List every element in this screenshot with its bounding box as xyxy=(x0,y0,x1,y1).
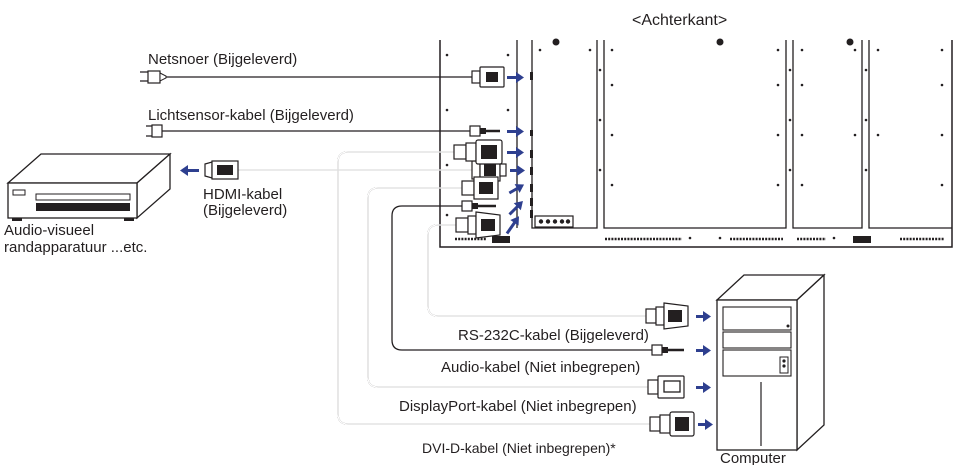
arrow-dvi-pc xyxy=(698,419,713,430)
arrow-hdmi-av xyxy=(180,165,199,176)
power-cable-label: Netsnoer (Bijgeleverd) xyxy=(148,51,297,68)
dvi-cable-label: DVI-D-kabel (Niet inbegrepen)* xyxy=(422,440,616,456)
arrow-rs232-pc xyxy=(696,311,711,322)
power-cable xyxy=(140,66,505,88)
arrow-dvi-monitor xyxy=(507,147,524,158)
rs232c-cable xyxy=(427,211,689,330)
arrow-light xyxy=(507,126,524,137)
av-device-label-line1: Audio-visueel xyxy=(4,222,94,239)
dvi-cable xyxy=(337,139,695,437)
av-device-icon xyxy=(6,152,172,221)
audio-cable xyxy=(391,200,684,356)
light-sensor-cable-label: Lichtsensor-kabel (Bijgeleverd) xyxy=(148,107,354,124)
arrow-power xyxy=(507,72,524,83)
arrow-dp-pc xyxy=(696,382,711,393)
displayport-cable-label: DisplayPort-kabel (Niet inbegrepen) xyxy=(399,398,637,415)
arrow-rs232-monitor xyxy=(505,216,520,235)
computer-label: Computer xyxy=(720,450,786,465)
computer-icon xyxy=(715,273,826,452)
audio-cable-label: Audio-kabel (Niet inbegrepen) xyxy=(441,359,640,376)
displayport-cable xyxy=(367,176,685,399)
arrow-hdmi-monitor xyxy=(510,165,525,176)
hdmi-cable-label-line1: HDMI-kabel xyxy=(203,186,282,203)
hdmi-cable-label-line2: (Bijgeleverd) xyxy=(203,202,287,219)
rs232c-cable-label: RS-232C-kabel (Bijgeleverd) xyxy=(458,327,649,344)
hdmi-cable xyxy=(204,158,507,182)
monitor-rear xyxy=(439,38,953,248)
light-sensor-cable xyxy=(146,124,500,138)
arrow-dp-monitor xyxy=(508,184,525,195)
arrow-audio-monitor xyxy=(508,201,523,216)
connection-arrows xyxy=(180,72,713,430)
arrow-audio-pc xyxy=(696,345,711,356)
av-device-label-line2: randapparatuur ...etc. xyxy=(4,239,147,256)
rear-view-title: <Achterkant> xyxy=(632,12,727,29)
